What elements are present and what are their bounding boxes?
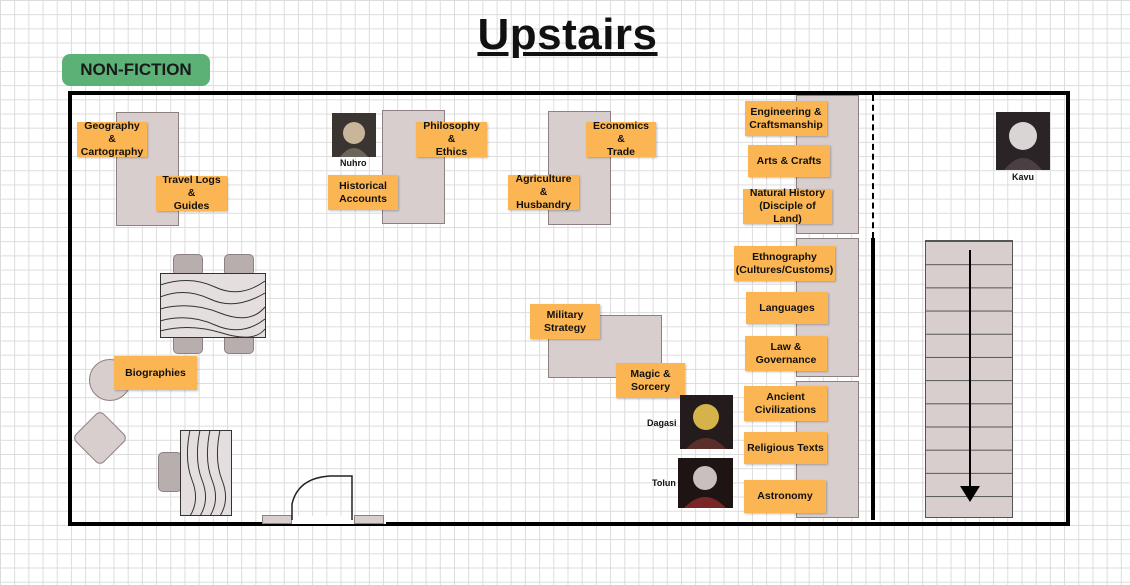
avatar-kavu: [996, 112, 1050, 170]
label-languages: Languages: [746, 292, 828, 324]
label-travel-logs: Travel Logs & Guides: [156, 174, 227, 212]
label-engineering: Engineering & Craftsmanship: [745, 101, 827, 136]
label-geography: Geography & Cartography: [77, 120, 147, 158]
door-gap: [262, 516, 386, 524]
wood-desk-icon: [180, 430, 232, 516]
avatar-dagasi: [680, 395, 733, 449]
door-jamb-right: [354, 515, 384, 524]
door-jamb-left: [262, 515, 292, 524]
label-magic: Magic & Sorcery: [616, 363, 685, 398]
label-historical: Historical Accounts: [328, 175, 398, 210]
door-swing: [291, 475, 353, 520]
avatar-nuhro: [332, 113, 376, 157]
label-natural-history: Natural History (Disciple of Land): [743, 187, 832, 225]
label-philosophy: Philosophy & Ethics: [416, 120, 487, 158]
inner-wall-dashed: [872, 95, 874, 238]
stairs-down-arrow-icon: [960, 250, 980, 502]
section-badge-nonfiction: NON-FICTION: [62, 54, 210, 86]
name-tolun: Tolun: [652, 478, 676, 488]
inner-wall: [871, 238, 875, 520]
label-ancient: Ancient Civilizations: [744, 386, 827, 421]
label-astronomy: Astronomy: [744, 480, 826, 513]
label-ethnography: Ethnography (Cultures/Customs): [734, 246, 835, 281]
label-agriculture: Agriculture & Husbandry: [508, 173, 579, 211]
page-title: Upstairs: [477, 10, 658, 59]
name-kavu: Kavu: [1012, 172, 1035, 182]
label-military: Military Strategy: [530, 304, 600, 339]
avatar-tolun: [678, 458, 733, 508]
wood-table-icon: [160, 273, 266, 338]
name-nuhro: Nuhro: [340, 158, 367, 168]
label-law: Law & Governance: [745, 336, 827, 371]
label-religious: Religious Texts: [744, 432, 827, 464]
floor-outline: [68, 91, 1070, 526]
desk-chair: [158, 452, 182, 492]
name-dagasi: Dagasi: [647, 418, 677, 428]
label-biographies: Biographies: [114, 356, 197, 390]
label-arts: Arts & Crafts: [748, 145, 830, 177]
label-economics: Economics & Trade: [586, 120, 656, 158]
